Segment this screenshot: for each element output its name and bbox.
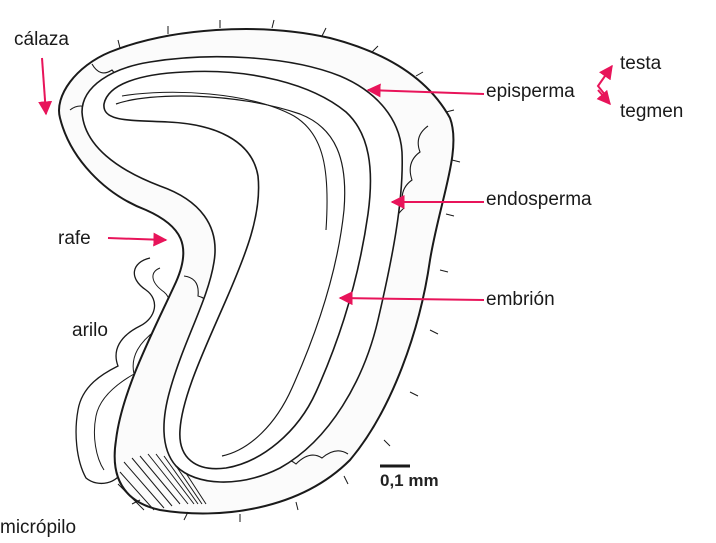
- label-episperm: episperma: [486, 82, 575, 101]
- scale-bar-label: 0,1 mm: [380, 472, 439, 489]
- label-micropyle: micrópilo: [0, 518, 76, 537]
- chalaza-arrow: [42, 58, 46, 114]
- label-endosperm: endosperma: [486, 190, 592, 209]
- raphe-arrow: [108, 238, 166, 240]
- label-aril: arilo: [72, 321, 108, 340]
- label-embryo: embrión: [486, 290, 555, 309]
- label-tegmen: tegmen: [620, 102, 683, 121]
- label-testa: testa: [620, 54, 661, 73]
- label-raphe: rafe: [58, 229, 91, 248]
- label-chalaza: cálaza: [14, 30, 69, 49]
